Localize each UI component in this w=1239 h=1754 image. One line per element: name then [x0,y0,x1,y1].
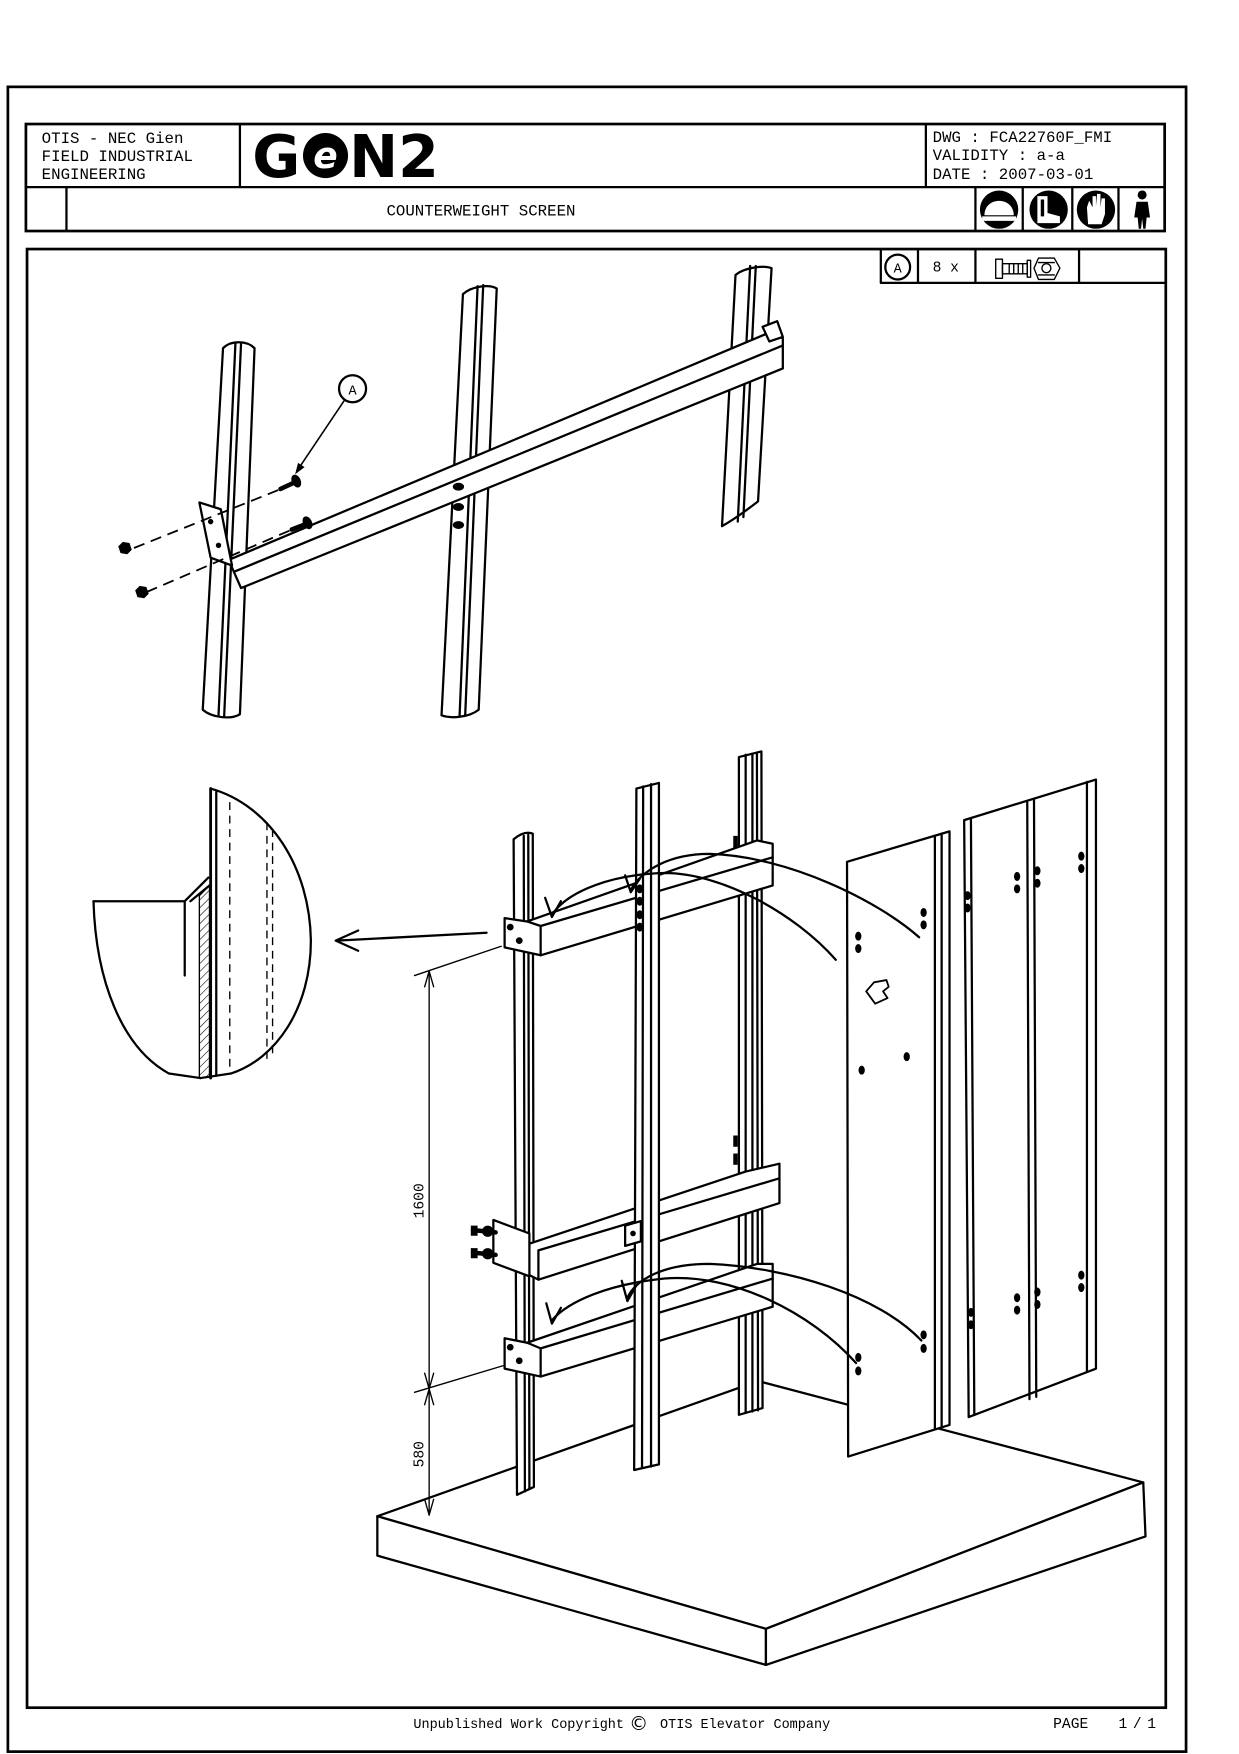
assembly-arrow [624,852,921,939]
assembly-arrow [620,1262,923,1342]
callout-label: A [348,384,357,399]
drawing-date: DATE : 2007-03-01 [933,166,1094,184]
guide-rail [720,264,773,528]
rail-clip-holes [452,482,465,529]
validity: VALIDITY : a-a [933,147,1065,165]
company-name: OTIS Elevator Company [660,1718,830,1733]
part-ref: A [894,263,903,278]
logo-circle [302,133,349,179]
dimension-lower: 580 [413,1441,429,1467]
dimension-upper: 1600 [413,1183,429,1218]
title-block-frame [24,122,1167,233]
dashed-assembly-line [144,529,290,594]
company-line: FIELD INDUSTRIAL [42,148,193,166]
detail-view [92,787,313,1080]
company-line: OTIS - NEC Gien [42,130,184,148]
hatched-section [198,883,211,1079]
top-assembly: A [118,264,784,719]
sheet-border [6,85,1188,1753]
bracket-beam [227,320,784,590]
panel-holes [964,851,1085,1330]
safety-boots-icon [1029,190,1068,229]
bolt-nut-icon [995,257,1061,281]
logo-letter-g: G [252,123,300,191]
bolt [278,474,302,492]
screen-panel [963,778,1098,1419]
floor-slab [376,1379,1147,1667]
logo-letter-e: e [313,136,337,177]
parts-list-grid [879,249,1167,284]
helmet-icon [979,190,1019,229]
detail-outline [92,900,202,1080]
nut [118,541,132,555]
bottom-assembly: 1600 580 [376,750,1147,1667]
detail-outline [199,787,313,1080]
drawing-frame [25,247,1168,1710]
company-line: ENGINEERING [42,166,146,184]
assembly-arrow [545,1276,858,1365]
guide-rail [633,781,661,1472]
title-block: OTIS - NEC Gien FIELD INDUSTRIAL ENGINEE… [24,122,1167,233]
title-block-grid [24,122,1166,233]
guide-rail [201,341,256,719]
panel-holes [855,907,927,1376]
panel-edge [92,876,211,977]
gloves-icon [1076,190,1116,229]
dashed-assembly-line [129,489,279,551]
person-icon [1134,190,1151,229]
panel-slot [865,979,890,1005]
gen2-logo: G e N2 [252,123,439,191]
page-number: 1/1 [1118,1717,1161,1733]
copyright-text: Unpublished Work Copyright [413,1718,624,1733]
copyright-symbol: © [629,1712,648,1735]
nut [135,585,149,599]
footer: Unpublished Work Copyright © OTIS Elevat… [413,1712,1161,1735]
part-ref-circle [884,253,912,281]
part-quantity: 8 x [933,261,960,277]
drawing-title: COUNTERWEIGHT SCREEN [386,202,575,220]
detail-arrow [334,929,488,952]
guide-rail [440,283,498,719]
screen-panel [845,830,951,1458]
drawing-number: DWG : FCA22760F_FMI [933,129,1113,147]
rail-clip [624,1219,643,1248]
logo-letters-n2: N2 [349,123,439,191]
parts-list: A 8 x [879,249,1167,284]
dimension-line: 1600 580 [413,945,506,1516]
callout-a: A [295,374,368,475]
page-label: PAGE [1053,1717,1088,1733]
bolt [289,516,313,532]
assembly-arrow [544,871,837,961]
